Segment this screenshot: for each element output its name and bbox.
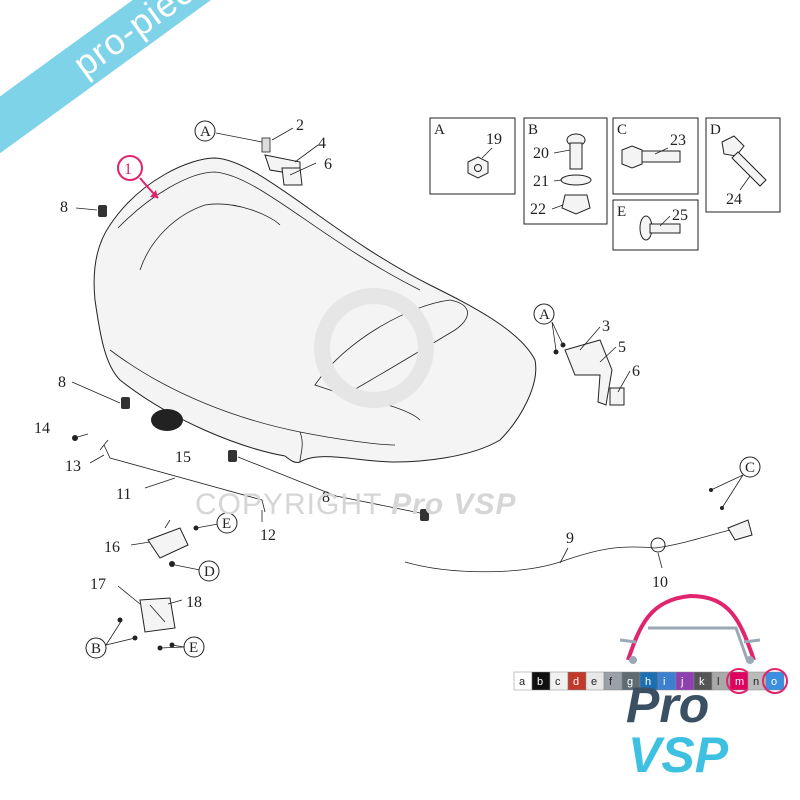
svg-text:25: 25 — [672, 207, 688, 224]
copyright-watermark-circle — [314, 288, 434, 408]
callout-numbers: 8 8 8 2 4 6 3 5 6 14 13 15 11 12 16 17 1… — [34, 117, 668, 611]
color-swatch-label: a — [519, 676, 526, 688]
callout-3: 3 — [602, 318, 610, 335]
callout-12: 12 — [260, 527, 276, 544]
detail-box-c: C 23 — [612, 117, 699, 195]
callout-1: 1 — [124, 161, 132, 178]
callout-2: 2 — [296, 117, 304, 134]
hood-emblem — [151, 409, 183, 431]
leader-lines — [71, 127, 744, 649]
svg-text:A: A — [434, 122, 445, 138]
color-swatch-label: k — [699, 676, 705, 688]
callout-17: 17 — [90, 576, 106, 593]
callout-16: 16 — [104, 539, 120, 556]
pro-vsp-car-logo — [619, 593, 761, 664]
callout-14: 14 — [34, 420, 50, 437]
svg-text:B: B — [528, 122, 538, 138]
color-swatch-label: d — [573, 676, 579, 688]
callout-6: 6 — [324, 156, 332, 173]
callout-8: 8 — [322, 489, 330, 506]
logo-text-vsp: VSP — [628, 727, 729, 783]
hood-striker — [117, 597, 176, 651]
color-swatch-label: c — [555, 676, 561, 688]
svg-text:19: 19 — [486, 131, 502, 148]
callout-8: 8 — [60, 199, 68, 216]
callout-13: 13 — [65, 458, 81, 475]
hood-release-cable — [404, 488, 753, 573]
color-swatch-label: f — [609, 676, 613, 688]
callout-10: 10 — [652, 574, 668, 591]
copyright-watermark: COPYRIGHT Pro VSP — [195, 488, 517, 522]
svg-text:23: 23 — [670, 132, 686, 149]
hood-hinge-top — [261, 137, 303, 186]
callout-8: 8 — [58, 374, 66, 391]
callout-15: 15 — [175, 449, 191, 466]
ref-d: D — [204, 564, 215, 580]
logo-text-pro: Pro — [626, 677, 710, 733]
callout-5: 5 — [618, 339, 626, 356]
color-swatch-label: h — [645, 676, 651, 688]
ref-b: B — [91, 641, 101, 657]
svg-text:22: 22 — [530, 201, 546, 218]
ref-a-mid: A — [539, 307, 550, 323]
hood-lock — [147, 519, 199, 567]
callout-18: 18 — [186, 594, 202, 611]
copyright-text: COPYRIGHT — [195, 488, 382, 521]
ref-c: C — [745, 460, 755, 476]
callout-11: 11 — [116, 486, 131, 503]
circled-letter-refs: A A C E D B E — [85, 120, 761, 659]
svg-text:E: E — [617, 204, 626, 220]
detail-box-e: E 25 — [612, 199, 699, 251]
hood-hinge-right — [553, 339, 625, 406]
color-swatch-label: m — [735, 676, 744, 688]
callout-4: 4 — [318, 135, 326, 152]
color-swatch-label: j — [680, 676, 683, 688]
color-swatch-label: i — [663, 676, 665, 688]
svg-text:21: 21 — [533, 173, 549, 190]
svg-text:20: 20 — [533, 145, 549, 162]
hood-panel — [93, 157, 537, 463]
callout-1-highlight: 1 — [117, 155, 159, 199]
copyright-brand: Pro VSP — [391, 488, 517, 521]
color-swatch-label: e — [591, 676, 597, 688]
ref-a-top: A — [200, 124, 211, 140]
ref-e: E — [189, 640, 198, 656]
color-swatch-label: n — [753, 676, 759, 688]
detail-box-b: B 20 21 22 — [523, 117, 608, 225]
color-swatch-label: l — [717, 676, 719, 688]
bump-stop-parts — [98, 205, 429, 521]
ref-e: E — [222, 516, 231, 532]
detail-box-d: D 24 — [705, 117, 781, 213]
callout-6: 6 — [632, 363, 640, 380]
swatch-highlight-ring — [762, 668, 788, 694]
color-swatch-label: b — [537, 676, 543, 688]
svg-text:D: D — [710, 122, 721, 138]
callout-9: 9 — [566, 530, 574, 547]
color-swatch-o — [765, 671, 785, 691]
color-swatch-label: g — [627, 676, 633, 688]
svg-text:24: 24 — [726, 191, 742, 208]
hood-prop-rod — [72, 435, 266, 513]
svg-text:C: C — [617, 122, 627, 138]
color-swatch-f — [603, 671, 623, 691]
detail-box-a: A 19 — [429, 117, 516, 195]
color-swatch-label: o — [771, 676, 777, 688]
